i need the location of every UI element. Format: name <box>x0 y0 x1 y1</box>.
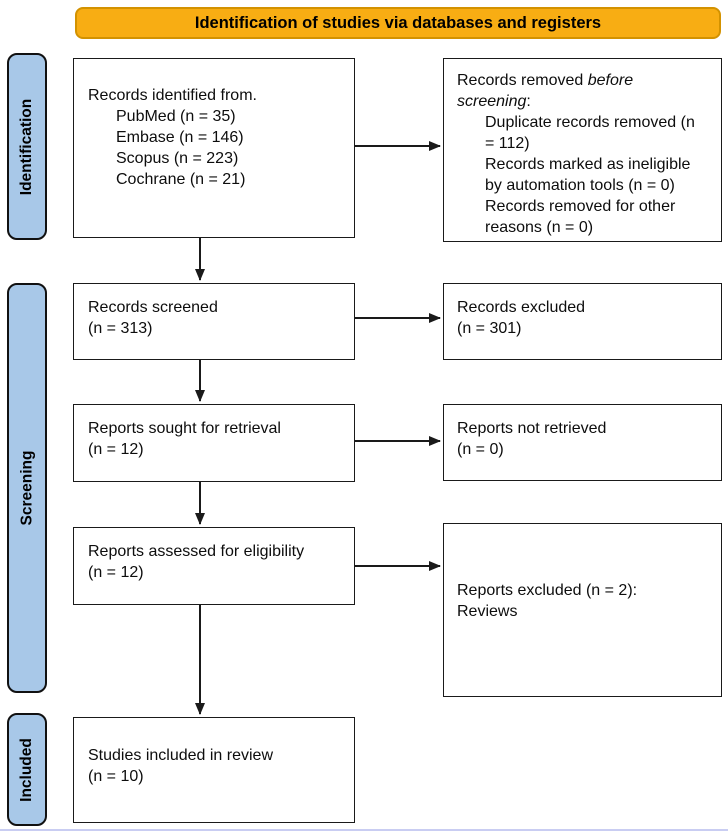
box-reports-excluded: Reports excluded (n = 2): Reviews <box>443 523 722 697</box>
records-removed-title: Records removed before screening: <box>457 70 708 112</box>
box-reports-not-retrieved: Reports not retrieved (n = 0) <box>443 404 722 481</box>
records-excluded-line2: (n = 301) <box>457 320 522 337</box>
reports-excluded-line1: Reports excluded (n = 2): <box>457 582 638 599</box>
stage-screening-text: Screening <box>18 450 36 526</box>
records-removed-other: Records removed for other reasons (n = 0… <box>485 198 676 236</box>
stage-label-screening: Screening <box>7 283 47 693</box>
box-records-screened: Records screened (n = 313) <box>73 283 355 360</box>
box-records-excluded: Records excluded (n = 301) <box>443 283 722 360</box>
records-screened-line2: (n = 313) <box>88 320 153 337</box>
reports-assessed-line1: Reports assessed for eligibility <box>88 543 305 560</box>
stage-included-text: Included <box>18 737 36 802</box>
records-screened-line1: Records screened <box>88 299 218 316</box>
records-identified-source-scopus: Scopus (n = 223) <box>116 150 239 167</box>
records-removed-title-italic: before screening <box>457 72 634 110</box>
records-removed-duplicates: Duplicate records removed (n = 112) <box>485 114 695 152</box>
records-identified-source-embase: Embase (n = 146) <box>116 129 244 146</box>
box-reports-assessed: Reports assessed for eligibility (n = 12… <box>73 527 355 605</box>
records-identified-source-pubmed: PubMed (n = 35) <box>116 108 236 125</box>
records-removed-automation: Records marked as ineligible by automati… <box>485 156 691 194</box>
records-removed-title-prefix: Records removed <box>457 72 588 89</box>
records-identified-source-cochrane: Cochrane (n = 21) <box>116 171 246 188</box>
reports-sought-line1: Reports sought for retrieval <box>88 420 281 437</box>
banner-databases-registers: Identification of studies via databases … <box>75 7 721 39</box>
records-removed-title-suffix: : <box>526 93 531 110</box>
reports-not-retrieved-line2: (n = 0) <box>457 441 504 458</box>
box-records-identified: Records identified from. PubMed (n = 35)… <box>73 58 355 238</box>
records-excluded-line1: Records excluded <box>457 299 586 316</box>
stage-identification-text: Identification <box>18 98 36 195</box>
records-identified-title: Records identified from. <box>88 87 257 104</box>
stage-label-included: Included <box>7 713 47 826</box>
box-studies-included: Studies included in review (n = 10) <box>73 717 355 823</box>
studies-included-line1: Studies included in review <box>88 747 273 764</box>
reports-sought-line2: (n = 12) <box>88 441 144 458</box>
box-reports-sought: Reports sought for retrieval (n = 12) <box>73 404 355 482</box>
bottom-divider <box>0 829 728 831</box>
banner-label: Identification of studies via databases … <box>194 13 602 32</box>
reports-not-retrieved-line1: Reports not retrieved <box>457 420 607 437</box>
box-records-removed-before-screening: Records removed before screening: Duplic… <box>443 58 722 242</box>
reports-assessed-line2: (n = 12) <box>88 564 144 581</box>
reports-excluded-line2: Reviews <box>457 603 518 620</box>
stage-label-identification: Identification <box>7 53 47 240</box>
studies-included-line2: (n = 10) <box>88 768 144 785</box>
